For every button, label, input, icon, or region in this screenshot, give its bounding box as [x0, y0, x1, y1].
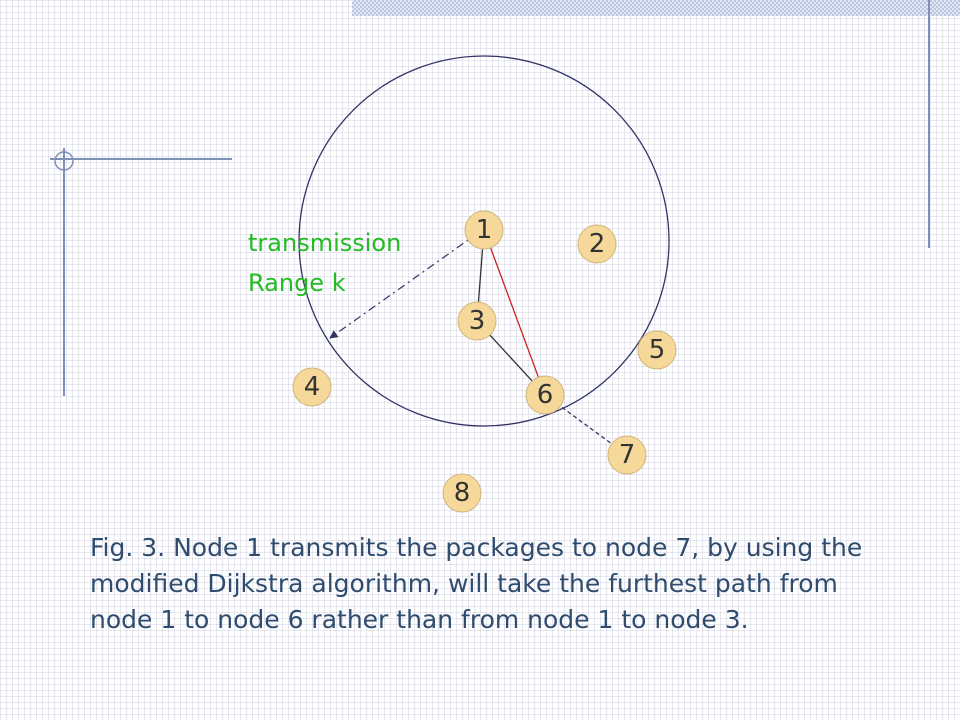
node-7: 7 [607, 435, 647, 475]
header-band [352, 0, 960, 16]
node-6-label: 6 [537, 380, 554, 410]
node-8: 8 [442, 473, 482, 513]
node-1-label: 1 [476, 215, 493, 245]
node-1: 1 [464, 210, 504, 250]
node-2-label: 2 [589, 229, 606, 259]
node-2: 2 [577, 224, 617, 264]
slide-decoration [50, 0, 930, 396]
node-7-label: 7 [619, 440, 636, 470]
node-8-label: 8 [454, 478, 471, 508]
transmission-range-arrow [329, 232, 479, 339]
figure-caption: Fig. 3. Node 1 transmits the packages to… [90, 533, 863, 634]
node-5: 5 [637, 330, 677, 370]
node-4: 4 [292, 367, 332, 407]
node-4-label: 4 [304, 372, 321, 402]
edge-layer [476, 229, 628, 456]
node-3-label: 3 [469, 306, 486, 336]
range-label-line1: transmission [248, 229, 401, 257]
node-3: 3 [457, 301, 497, 341]
transmission-range-circle [298, 55, 670, 427]
node-5-label: 5 [649, 335, 666, 365]
range-label-line2: Range k [248, 269, 346, 297]
edge-1-6 [483, 229, 546, 396]
node-6: 6 [525, 375, 565, 415]
